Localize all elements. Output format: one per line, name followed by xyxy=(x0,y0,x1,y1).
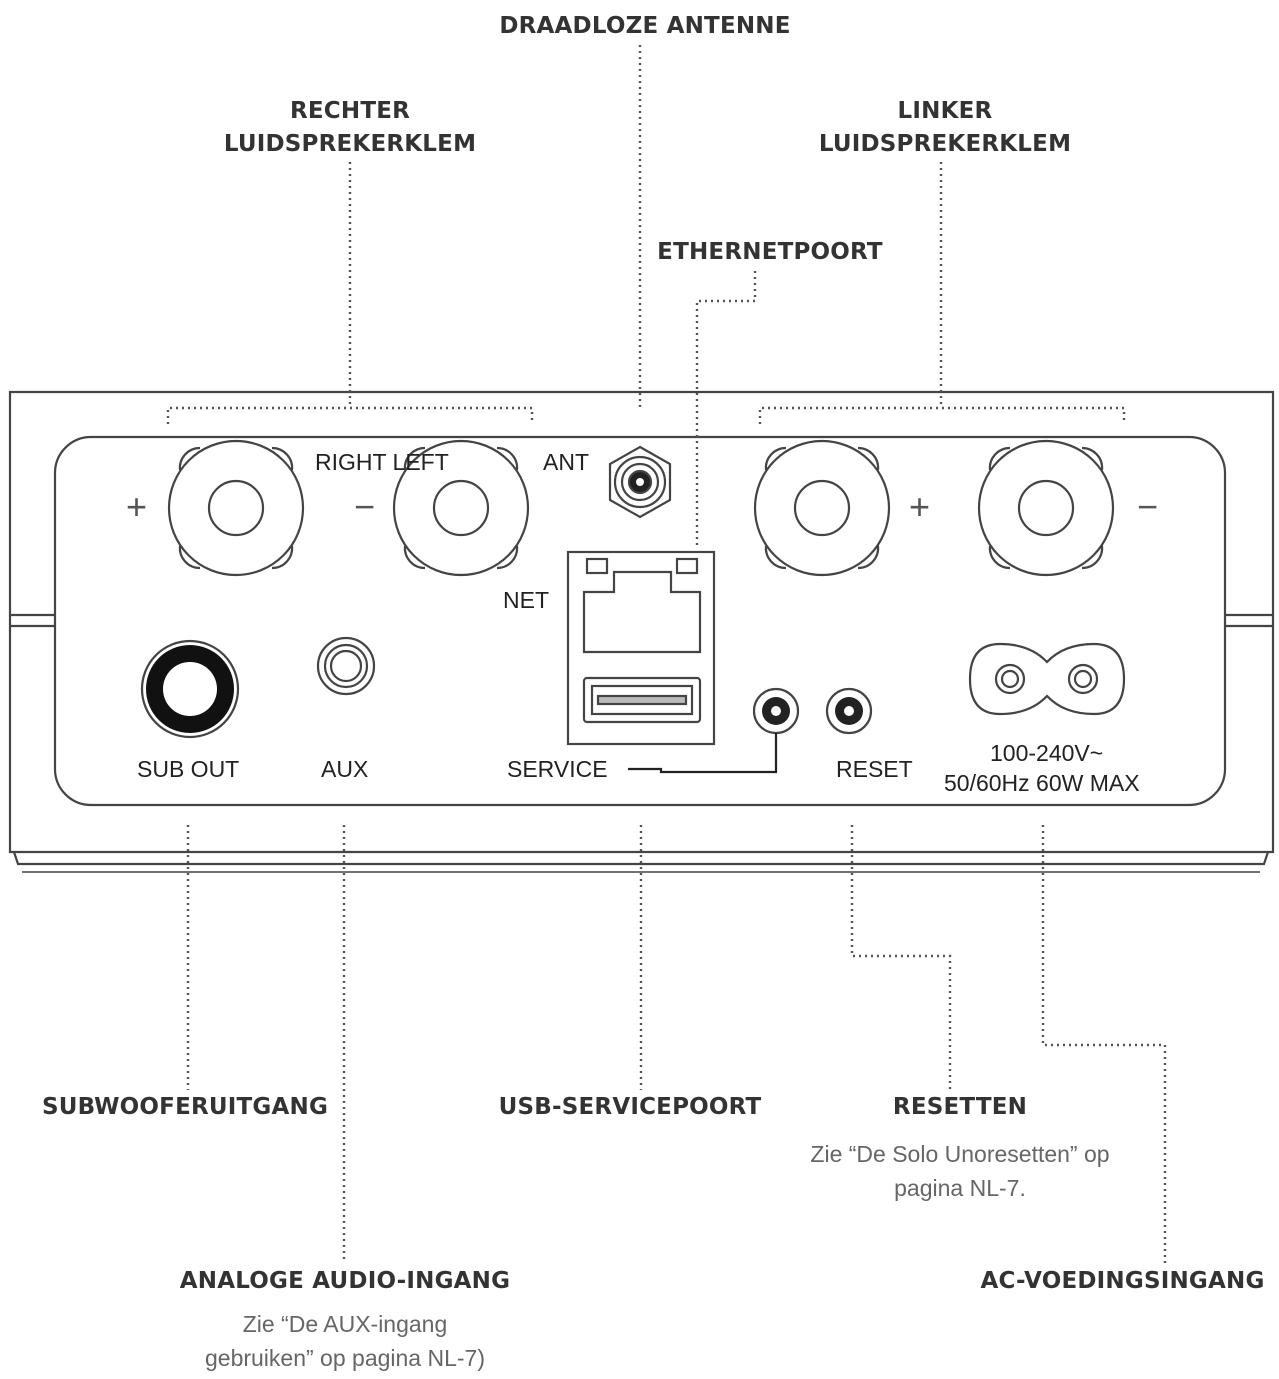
reset-button-icon xyxy=(825,687,873,735)
leader-lines xyxy=(166,45,1167,1263)
note-reset-line1: Zie “De Solo Unoresetten” op xyxy=(810,1141,1110,1167)
callout-right-speaker-line2: LUIDSPREKERKLEM xyxy=(223,131,477,157)
aux-jack-icon xyxy=(316,636,376,696)
leader-ac xyxy=(1041,825,1167,1263)
note-aux-line2: gebruiken” op pagina NL-7) xyxy=(204,1345,485,1371)
label-power-voltage: 100-240V~ xyxy=(990,740,1104,766)
label-aux: AUX xyxy=(321,756,369,782)
right-plus-sign: + xyxy=(126,486,148,527)
callout-ethernet: ETHERNETPOORT xyxy=(657,239,883,265)
rear-panel xyxy=(53,435,1227,807)
ac-inlet-icon xyxy=(968,642,1126,716)
note-aux: Zie “De AUX-ingang gebruiken” op pagina … xyxy=(170,1307,520,1375)
left-plus-sign: + xyxy=(909,486,931,527)
ethernet-port-icon xyxy=(566,550,716,746)
label-reset: RESET xyxy=(836,756,913,782)
leader-reset xyxy=(850,825,952,1090)
label-service: SERVICE xyxy=(507,756,608,782)
label-power-rating: 50/60Hz 60W MAX xyxy=(944,770,1140,796)
speaker-terminals xyxy=(167,439,1115,577)
callout-left-speaker-line2: LUIDSPREKERKLEM xyxy=(818,131,1072,157)
note-aux-line1: Zie “De AUX-ingang xyxy=(242,1311,448,1337)
speaker-terminal-icon xyxy=(977,439,1115,577)
callout-antenna: DRAADLOZE ANTENNE xyxy=(499,13,791,39)
right-minus-sign: − xyxy=(354,486,376,527)
note-reset-line2: pagina NL-7. xyxy=(894,1175,1026,1201)
label-right-left: RIGHT LEFT xyxy=(315,449,449,475)
callout-left-speaker-line1: LINKER xyxy=(897,98,993,124)
bracket-right-speaker xyxy=(166,406,534,424)
device-base xyxy=(12,851,1270,866)
subwoofer-jack-icon xyxy=(140,639,240,739)
callout-ac-power: AC-VOEDINGSINGANG xyxy=(980,1268,1265,1294)
note-reset: Zie “De Solo Unoresetten” op pagina NL-7… xyxy=(770,1137,1150,1205)
callout-right-speaker: RECHTER LUIDSPREKERKLEM xyxy=(200,95,500,161)
antenna-connector-icon xyxy=(608,445,672,519)
callout-reset: RESETTEN xyxy=(892,1094,1028,1120)
label-ant: ANT xyxy=(543,449,589,475)
left-minus-sign: − xyxy=(1137,486,1159,527)
speaker-terminal-icon xyxy=(753,439,891,577)
callout-analog-audio: ANALOGE AUDIO-INGANG xyxy=(179,1268,511,1294)
service-button-icon xyxy=(752,687,800,735)
label-net: NET xyxy=(503,587,549,613)
speaker-terminal-icon xyxy=(167,439,305,577)
leader-ethernet xyxy=(695,271,757,549)
callout-right-speaker-line1: RECHTER xyxy=(289,98,411,124)
device-body-outline xyxy=(8,390,1275,854)
usb-port-icon xyxy=(582,676,702,724)
label-sub-out: SUB OUT xyxy=(137,756,240,782)
speaker-terminal-icon xyxy=(392,439,530,577)
callout-usb-service: USB-SERVICEPOORT xyxy=(498,1094,762,1120)
service-connector-line xyxy=(628,733,778,774)
bracket-left-speaker xyxy=(758,406,1126,424)
callout-subwoofer: SUBWOOFERUITGANG xyxy=(41,1094,329,1120)
callout-left-speaker: LINKER LUIDSPREKERKLEM xyxy=(795,95,1095,161)
